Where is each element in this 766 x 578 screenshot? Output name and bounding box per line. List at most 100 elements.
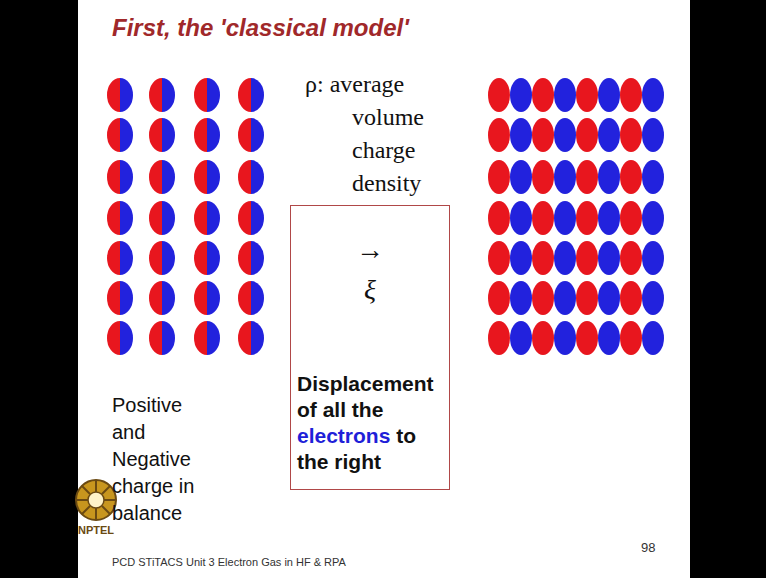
charge-sheet-ellipse [488, 118, 510, 152]
description-word: right [334, 450, 381, 473]
charge-sheet-ellipse [620, 78, 642, 112]
charge-sheet-ellipse [576, 160, 598, 194]
positive-half [149, 201, 162, 235]
negative-half [251, 118, 264, 152]
slide-title: First, the 'classical model' [112, 14, 409, 42]
neutral-atom [107, 281, 133, 315]
description-word: the [297, 450, 334, 473]
positive-half [194, 201, 207, 235]
rho-definition: ρ: average volume charge density [305, 68, 444, 200]
neutral-atom [107, 118, 133, 152]
negative-half [251, 78, 264, 112]
negative-half [120, 321, 133, 355]
charge-sheet-ellipse [488, 281, 510, 315]
logo-hub [88, 492, 104, 508]
negative-half [207, 281, 220, 315]
negative-half [162, 201, 175, 235]
positive-half [107, 160, 120, 194]
negative-half [162, 321, 175, 355]
negative-half [120, 201, 133, 235]
charge-sheet-ellipse [642, 118, 664, 152]
charge-sheet-ellipse [620, 281, 642, 315]
negative-half [251, 241, 264, 275]
positive-half [194, 160, 207, 194]
neutral-atom [194, 118, 220, 152]
positive-half [194, 321, 207, 355]
positive-half [149, 118, 162, 152]
negative-half [162, 241, 175, 275]
neutral-atom [107, 241, 133, 275]
neutral-atom [107, 321, 133, 355]
charge-sheet-ellipse [620, 241, 642, 275]
charge-sheet-ellipse [554, 321, 576, 355]
charge-sheet-ellipse [510, 160, 532, 194]
neutral-atom [238, 78, 264, 112]
negative-half [251, 281, 264, 315]
charge-sheet-ellipse [554, 241, 576, 275]
footer-text: PCD STiTACS Unit 3 Electron Gas in HF & … [112, 556, 346, 568]
neutral-atom [238, 201, 264, 235]
positive-half [149, 78, 162, 112]
positive-half [194, 78, 207, 112]
charge-sheet-ellipse [620, 201, 642, 235]
charge-sheet-ellipse [488, 201, 510, 235]
charge-sheet-ellipse [532, 160, 554, 194]
positive-half [149, 160, 162, 194]
charge-sheet-ellipse [620, 118, 642, 152]
neutral-atom [194, 281, 220, 315]
charge-sheet-ellipse [642, 321, 664, 355]
positive-half [149, 241, 162, 275]
charge-sheet-ellipse [620, 160, 642, 194]
neutral-atom [149, 281, 175, 315]
neutral-atom [238, 241, 264, 275]
charge-sheet-ellipse [576, 321, 598, 355]
negative-half [120, 78, 133, 112]
neutral-atom [194, 201, 220, 235]
charge-sheet-ellipse [554, 201, 576, 235]
negative-half [120, 241, 133, 275]
charge-sheet-ellipse [532, 78, 554, 112]
neutral-atom [238, 118, 264, 152]
description-word: electrons [297, 424, 396, 447]
charge-sheet-ellipse [642, 160, 664, 194]
positive-half [107, 118, 120, 152]
neutral-atom [149, 321, 175, 355]
positive-half [194, 241, 207, 275]
negative-half [251, 201, 264, 235]
neutral-atom-grid [107, 78, 264, 355]
positive-half [238, 241, 251, 275]
negative-half [162, 160, 175, 194]
description-word: all [323, 398, 352, 421]
description-word: Displacement [297, 372, 434, 395]
charge-sheet-ellipse [642, 281, 664, 315]
positive-half [238, 118, 251, 152]
charge-sheet-ellipse [576, 201, 598, 235]
charge-sheet-ellipse [620, 321, 642, 355]
neutral-atom [107, 160, 133, 194]
charge-sheet-ellipse [510, 241, 532, 275]
page-number: 98 [641, 540, 655, 555]
negative-half [251, 160, 264, 194]
charge-sheet-ellipse [576, 281, 598, 315]
positive-half [149, 321, 162, 355]
charge-sheet-ellipse [598, 321, 620, 355]
charge-sheet-ellipse [488, 321, 510, 355]
neutral-atom [149, 78, 175, 112]
positive-half [107, 78, 120, 112]
neutral-atom [149, 118, 175, 152]
positive-half [238, 78, 251, 112]
positive-half [238, 201, 251, 235]
neutral-atom [194, 241, 220, 275]
charge-sheet-ellipse [598, 78, 620, 112]
positive-half [107, 281, 120, 315]
negative-half [207, 321, 220, 355]
neutral-atom [149, 241, 175, 275]
neutral-atom [149, 201, 175, 235]
charge-sheet-ellipse [532, 241, 554, 275]
charge-sheet-ellipse [488, 160, 510, 194]
charge-sheet-ellipse [510, 118, 532, 152]
charge-sheet-ellipse [576, 78, 598, 112]
negative-half [120, 160, 133, 194]
negative-half [251, 321, 264, 355]
